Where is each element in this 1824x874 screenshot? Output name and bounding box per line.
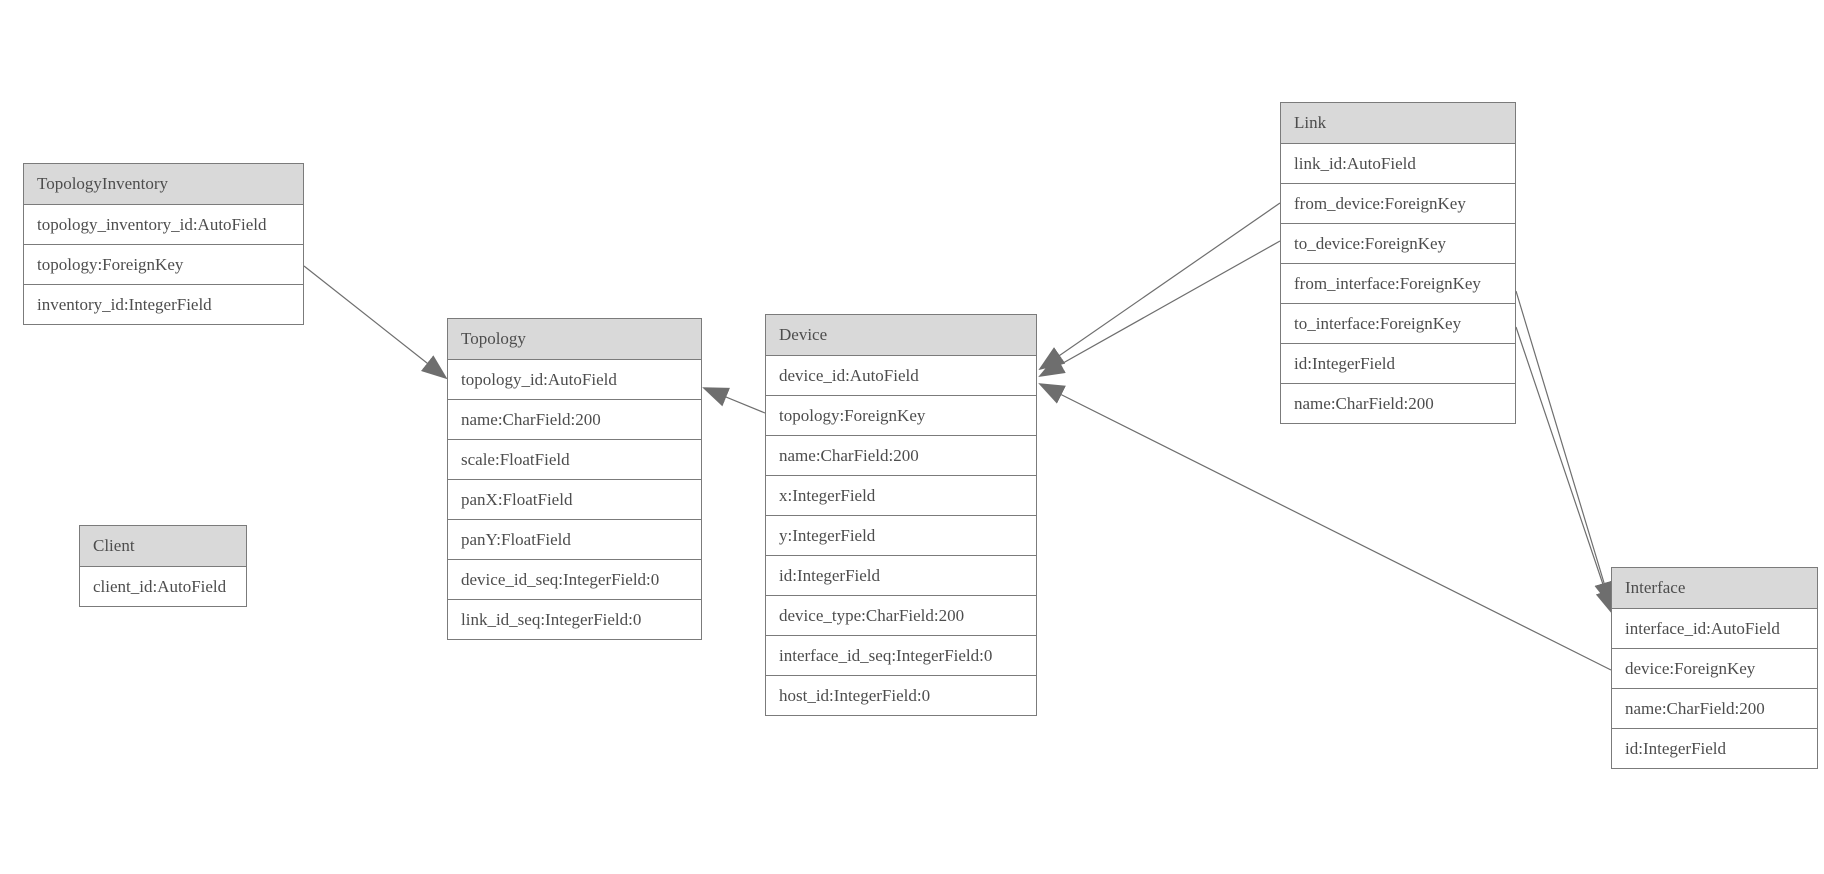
entity-device-field-interface_id_seq: interface_id_seq:IntegerField:0 — [766, 636, 1036, 676]
entity-interface-field-device: device:ForeignKey — [1612, 649, 1817, 689]
edge-link-to_interface-to-interface — [1515, 326, 1615, 616]
entity-topology-inventory-field-inventory_id: inventory_id:IntegerField — [24, 285, 303, 324]
edge-topologyinventory-topology-to-topology — [303, 265, 448, 380]
entity-link-field-from_device: from_device:ForeignKey — [1281, 184, 1515, 224]
entity-link-field-name: name:CharField:200 — [1281, 384, 1515, 423]
edge-link-from_device-to-device — [1038, 202, 1281, 371]
entity-link-title: Link — [1281, 103, 1515, 144]
entity-topology-field-topology_id: topology_id:AutoField — [448, 360, 701, 400]
entity-link-field-link_id: link_id:AutoField — [1281, 144, 1515, 184]
entity-device-field-topology: topology:ForeignKey — [766, 396, 1036, 436]
entity-topology-field-scale: scale:FloatField — [448, 440, 701, 480]
edge-link-to_device-to-device — [1038, 240, 1281, 377]
entity-topology-inventory-field-topology: topology:ForeignKey — [24, 245, 303, 285]
entity-device-field-name: name:CharField:200 — [766, 436, 1036, 476]
entity-device-field-id: id:IntegerField — [766, 556, 1036, 596]
edge-device-topology-to-topology — [702, 387, 766, 414]
entity-device-field-x: x:IntegerField — [766, 476, 1036, 516]
entity-topology-inventory-field-topology_inventory_id: topology_inventory_id:AutoField — [24, 205, 303, 245]
entity-client-title: Client — [80, 526, 246, 567]
entity-topology-field-name: name:CharField:200 — [448, 400, 701, 440]
entity-client-field-client_id: client_id:AutoField — [80, 567, 246, 606]
entity-interface-field-interface_id: interface_id:AutoField — [1612, 609, 1817, 649]
entity-device-title: Device — [766, 315, 1036, 356]
entity-link-field-id: id:IntegerField — [1281, 344, 1515, 384]
edge-link-from_interface-to-interface — [1515, 290, 1614, 608]
entity-device-field-device_id: device_id:AutoField — [766, 356, 1036, 396]
entity-device-field-device_type: device_type:CharField:200 — [766, 596, 1036, 636]
entity-interface-field-id: id:IntegerField — [1612, 729, 1817, 768]
entity-device-field-y: y:IntegerField — [766, 516, 1036, 556]
entity-device-field-host_id: host_id:IntegerField:0 — [766, 676, 1036, 715]
entity-topology-field-link_id_seq: link_id_seq:IntegerField:0 — [448, 600, 701, 639]
entity-interface-title: Interface — [1612, 568, 1817, 609]
entity-interface-field-name: name:CharField:200 — [1612, 689, 1817, 729]
entity-link-field-from_interface: from_interface:ForeignKey — [1281, 264, 1515, 304]
entity-topology-inventory-title: TopologyInventory — [24, 164, 303, 205]
entity-link-field-to_interface: to_interface:ForeignKey — [1281, 304, 1515, 344]
entity-topology-field-panY: panY:FloatField — [448, 520, 701, 560]
edge-interface-device-to-device — [1038, 383, 1612, 671]
entity-link-field-to_device: to_device:ForeignKey — [1281, 224, 1515, 264]
entity-topology-field-panX: panX:FloatField — [448, 480, 701, 520]
entity-topology-field-device_id_seq: device_id_seq:IntegerField:0 — [448, 560, 701, 600]
entity-topology-title: Topology — [448, 319, 701, 360]
